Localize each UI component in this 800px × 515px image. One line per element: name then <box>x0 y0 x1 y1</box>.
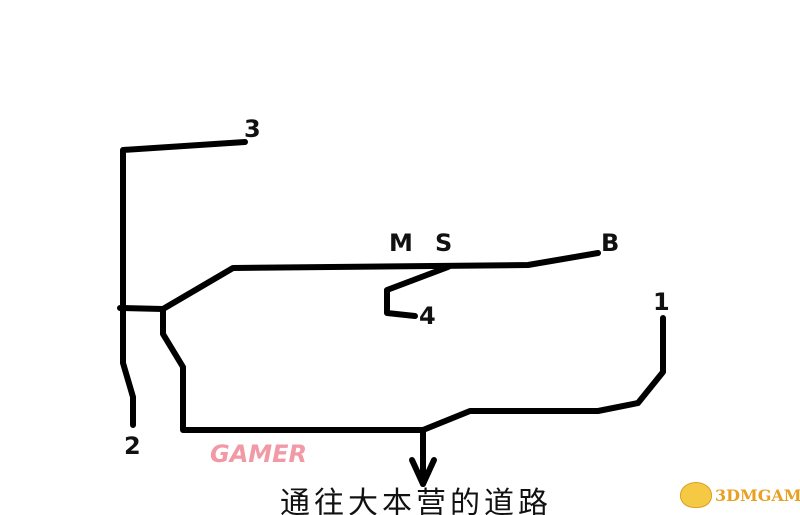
label-m: M <box>389 229 413 257</box>
path-to-3-and-2 <box>120 139 248 428</box>
path-to-1 <box>160 306 666 433</box>
label-3: 3 <box>244 115 261 143</box>
label-b: B <box>601 229 619 257</box>
watermark-text: 3DMGAME <box>715 485 800 505</box>
bird-logo-icon <box>680 482 712 508</box>
caption: 通往大本营的道路 <box>280 486 552 515</box>
arrow-head <box>409 457 437 487</box>
overlay-watermark: GAMER <box>210 440 308 468</box>
watermark-logo: 3DMGAME <box>680 482 800 508</box>
label-4: 4 <box>419 302 436 330</box>
label-1: 1 <box>653 288 670 316</box>
path-to-4 <box>384 264 451 319</box>
junction-link <box>117 305 166 312</box>
label-s: S <box>435 229 452 257</box>
path-to-b <box>160 250 601 312</box>
label-2: 2 <box>124 432 141 460</box>
